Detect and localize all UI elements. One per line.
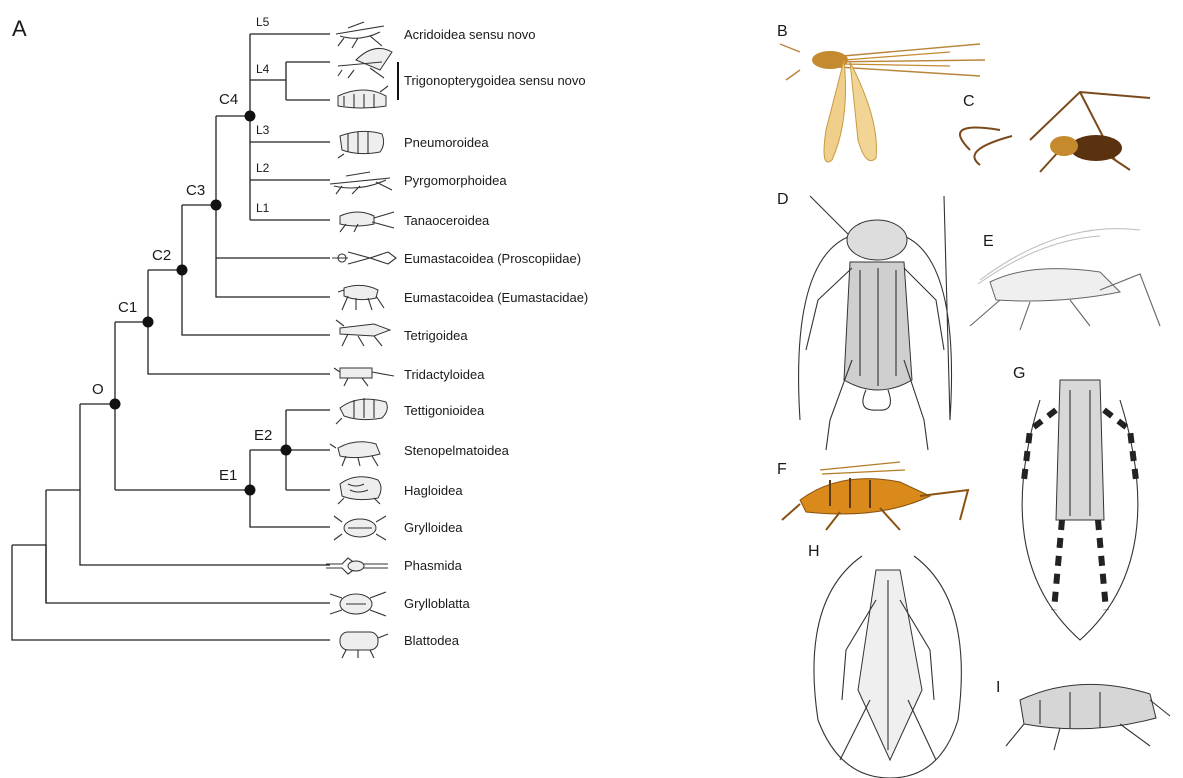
specimen-e: E [970,229,1160,330]
node-label-e2: E2 [254,427,272,444]
insect-icon [330,172,392,194]
specimen-f: F [777,461,968,530]
node-label-c1: C1 [118,299,137,316]
node-label-c2: C2 [152,247,171,264]
insect-icon [330,592,386,616]
taxon-grylloblatta: Grylloblatta [404,596,471,611]
panel-label-g: G [1013,365,1025,382]
node-label-c4: C4 [219,91,238,108]
node-label-c3: C3 [186,182,205,199]
taxon-blattodea: Blattodea [404,633,460,648]
branch-e1 [250,450,330,527]
insect-icon [336,398,387,424]
panel-label-c: C [963,93,975,110]
lineage-label-l4: L4 [256,62,270,76]
branch-o [115,322,250,490]
insect-icon [334,368,394,386]
panel-label-a: A [12,16,27,41]
insect-icon [338,48,392,78]
node-c3-dot [211,200,222,211]
insect-icon [338,285,384,310]
taxon-hagloidea: Hagloidea [404,483,463,498]
panel-label-h: H [808,543,820,560]
taxon-eumastacoidea-proscopiidae: Eumastacoidea (Proscopiidae) [404,251,581,266]
node-label-e1: E1 [219,467,237,484]
branch-e2 [286,410,330,490]
taxon-tridactyloidea: Tridactyloidea [404,367,485,382]
node-label-o: O [92,381,104,398]
taxon-trigonopterygoidea: Trigonopterygoidea sensu novo [404,73,586,88]
panel-label-d: D [777,191,789,208]
insect-icon [338,86,388,108]
insect-icon [338,477,381,504]
specimen-d: D [777,191,952,450]
panel-label-f: F [777,461,787,478]
specimen-c: C [960,92,1150,172]
taxon-grylloidea: Grylloidea [404,520,463,535]
taxon-tanaoceroidea: Tanaoceroidea [404,213,490,228]
branch-to-o [80,404,115,490]
insect-icon [340,632,388,658]
node-c1-dot [143,317,154,328]
branch-c1 [148,270,330,374]
branch-root [12,545,330,640]
specimen-g: G [1013,365,1138,640]
insect-icon [334,516,386,540]
insect-icon [336,22,384,48]
node-e2-dot [281,445,292,456]
node-c2-dot [177,265,188,276]
branch-c3 [216,116,330,297]
specimen-i: I [996,679,1170,750]
insect-icon [336,320,390,346]
taxon-tetrigoidea: Tetrigoidea [404,328,468,343]
branch-l4 [286,62,330,100]
node-c4-dot [245,111,256,122]
panel-label-e: E [983,233,994,250]
taxon-labels: Acridoidea sensu novo Trigonopterygoidea… [404,27,588,648]
insect-icon [340,212,394,232]
lineage-label-l5: L5 [256,15,270,29]
insect-icon [330,442,380,466]
insect-icon [326,558,388,574]
specimen-b: B [777,23,985,162]
panel-label-b: B [777,23,788,40]
branch-grylloblatta-split [12,545,330,603]
taxon-eumastacoidea-eumastacidae: Eumastacoidea (Eumastacidae) [404,290,588,305]
taxon-pneumoroidea: Pneumoroidea [404,135,489,150]
taxon-sketches [326,22,396,658]
lineage-label-l3: L3 [256,123,270,137]
lineage-label-l1: L1 [256,201,270,215]
taxon-tettigonioidea: Tettigonioidea [404,403,485,418]
insect-icon [332,252,396,264]
insect-icon [338,131,384,158]
node-o-dot [110,399,121,410]
taxon-phasmida: Phasmida [404,558,463,573]
taxon-stenopelmatoidea: Stenopelmatoidea [404,443,510,458]
taxon-pyrgomorphoidea: Pyrgomorphoidea [404,173,507,188]
branch-c2 [182,205,330,335]
panel-label-i: I [996,679,1000,696]
branch-phasmida-split [46,490,330,603]
taxon-acridoidea: Acridoidea sensu novo [404,27,536,42]
specimen-h: H [808,543,961,778]
node-e1-dot [245,485,256,496]
lineage-label-l2: L2 [256,161,270,175]
